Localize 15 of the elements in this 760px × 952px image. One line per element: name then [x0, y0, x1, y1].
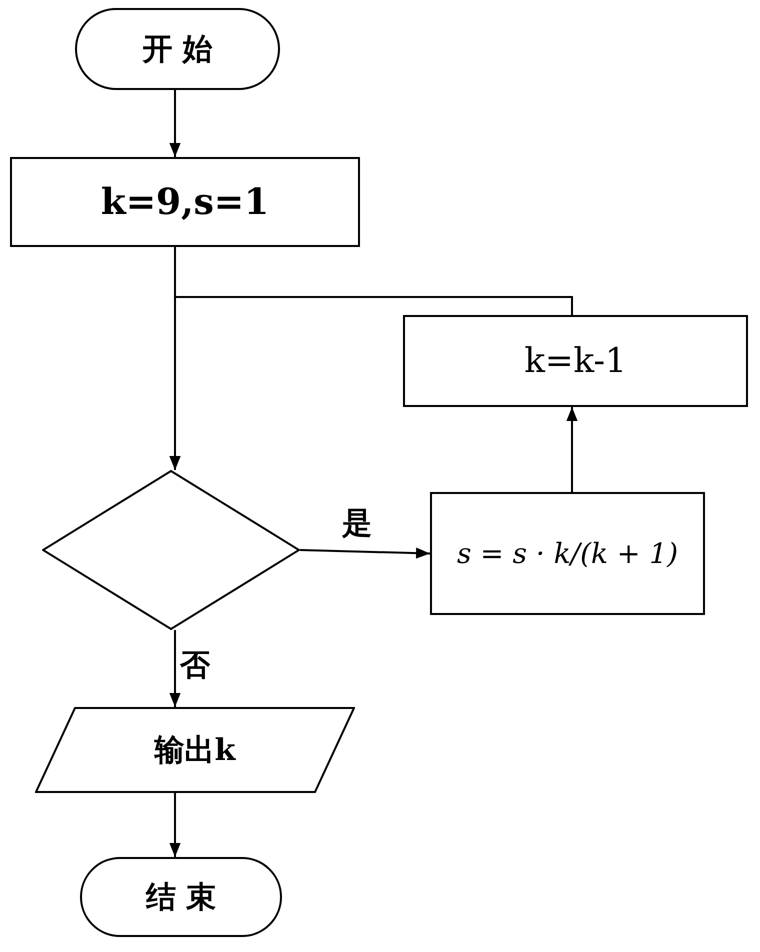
process-box: k=k-1 [403, 315, 748, 407]
decision-diamond [42, 470, 300, 630]
arrow [169, 793, 181, 857]
arrow [566, 407, 578, 492]
arrow [169, 630, 181, 707]
end-terminal: 结 束 [80, 857, 282, 937]
output-parallelogram: 输出k [35, 707, 355, 793]
edge-label: 是 [340, 508, 374, 540]
process-box: s = s · k/(k + 1) [430, 492, 705, 615]
arrow [169, 296, 573, 470]
arrow [300, 548, 430, 559]
start-terminal: 开 始 [75, 8, 280, 90]
edge-label: 否 [178, 650, 212, 682]
process-box: k=9,s=1 [10, 157, 360, 247]
arrow [169, 90, 181, 157]
